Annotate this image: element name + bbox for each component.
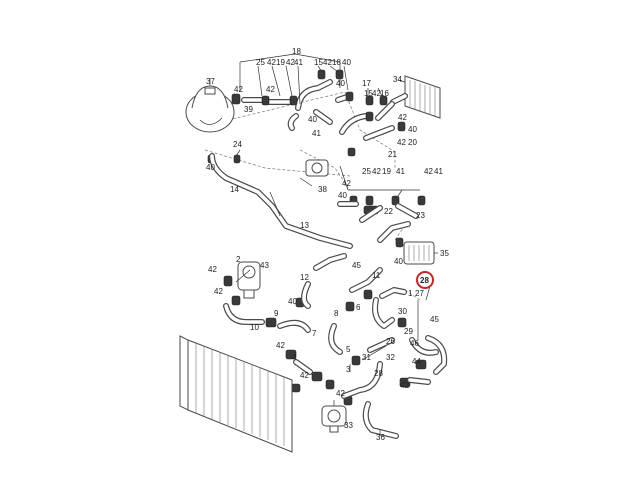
callout-label-highlighted: 28	[420, 276, 429, 285]
callout-label: 40	[308, 115, 317, 124]
callout-label: 34	[393, 75, 402, 84]
callout-label: 31	[362, 353, 371, 362]
callout-label: 42	[424, 167, 433, 176]
callout-label: 30	[398, 307, 407, 316]
middle-hoses[interactable]	[337, 201, 419, 243]
callout-label: 4	[292, 353, 297, 362]
callout-label: 42	[336, 389, 345, 398]
callout-label: 45	[430, 315, 439, 324]
callout-label: 27	[415, 289, 424, 298]
callout-label: 40	[342, 58, 351, 67]
callout-label: 19	[276, 58, 285, 67]
callout-label: 42	[267, 58, 276, 67]
coolant-pipe[interactable]	[209, 153, 353, 249]
callout-label: 42	[400, 381, 409, 390]
callout-label: 42	[397, 138, 406, 147]
dashed-frames	[204, 91, 421, 301]
callout-label: 3	[346, 365, 351, 374]
heater-core[interactable]	[390, 75, 441, 119]
callout-label: 15	[314, 58, 323, 67]
callout-label: 44	[412, 357, 421, 366]
callout-label: 26	[386, 337, 395, 346]
callout-label: 40	[206, 163, 215, 172]
callout-label: 42	[214, 287, 223, 296]
callout-label: 42	[398, 113, 407, 122]
callout-label: 42	[372, 167, 381, 176]
callout-label: 6	[356, 303, 361, 312]
callout-label: 28	[374, 369, 383, 378]
highlight-circle	[416, 271, 434, 289]
callout-label: 45	[352, 261, 361, 270]
callout-label: 23	[416, 211, 425, 220]
expansion-tank[interactable]	[185, 85, 235, 133]
callout-label: 12	[300, 273, 309, 282]
callout-label: 42	[266, 85, 275, 94]
callout-label: 42	[286, 58, 295, 67]
callout-label: 42	[208, 265, 217, 274]
radiator[interactable]	[179, 335, 293, 453]
lower-hoses[interactable]	[223, 253, 448, 439]
callout-label: 42	[276, 341, 285, 350]
callout-label: 40	[336, 79, 345, 88]
callout-label: 41	[396, 167, 405, 176]
callout-label: 21	[388, 150, 397, 159]
callout-label: 43	[260, 261, 269, 270]
callout-label: 10	[250, 323, 259, 332]
callout-label: 25	[362, 167, 371, 176]
callout-label: 42	[372, 89, 381, 98]
callout-label: 8	[334, 309, 339, 318]
callout-label: 36	[376, 433, 385, 442]
callout-label: 18	[332, 58, 341, 67]
callout-label: 20	[408, 138, 417, 147]
callout-label: 11	[372, 271, 381, 280]
callout-label: 33	[344, 421, 353, 430]
callout-label: 9	[274, 309, 279, 318]
callout-label: 16	[380, 89, 389, 98]
callout-label: 41	[294, 58, 303, 67]
callout-labels: 18 25 42 19 42 41 15 42 18 40 37 34 42 3…	[206, 47, 449, 442]
coolant-pump[interactable]	[321, 405, 347, 433]
leader-lines	[209, 53, 438, 436]
callout-label: 25	[256, 58, 265, 67]
callout-label: 5	[346, 345, 351, 354]
callout-label: 42	[323, 58, 332, 67]
aux-water-pump[interactable]	[237, 261, 261, 299]
callout-label: 14	[230, 185, 239, 194]
callout-label: 19	[382, 167, 391, 176]
thermostat-housing[interactable]	[299, 159, 329, 187]
callout-label: 46	[410, 339, 419, 348]
callout-label: 1	[408, 289, 413, 298]
callout-label: 24	[233, 140, 242, 149]
callout-label: 38	[318, 185, 327, 194]
callout-label: 7	[312, 329, 317, 338]
callout-label: 32	[386, 353, 395, 362]
callout-label: 15	[364, 89, 373, 98]
callout-label: 22	[384, 207, 393, 216]
callout-label: 42	[342, 179, 351, 188]
callout-label: 37	[206, 77, 215, 86]
callout-label: 40	[408, 125, 417, 134]
callout-label: 35	[440, 249, 449, 258]
callout-label: 29	[404, 327, 413, 336]
callout-label: 42	[300, 371, 309, 380]
callout-label: 40	[288, 297, 297, 306]
callout-label: 42	[234, 85, 243, 94]
callout-label: 2	[236, 255, 241, 264]
callout-label: 13	[300, 221, 309, 230]
callout-label: 39	[244, 105, 253, 114]
callout-label: 17	[362, 79, 371, 88]
callout-label: 41	[434, 167, 443, 176]
callout-label: 40	[394, 257, 403, 266]
oil-cooler[interactable]	[403, 241, 435, 265]
callout-label: 41	[312, 129, 321, 138]
callout-label: 18	[292, 47, 301, 56]
callout-label: 40	[338, 191, 347, 200]
